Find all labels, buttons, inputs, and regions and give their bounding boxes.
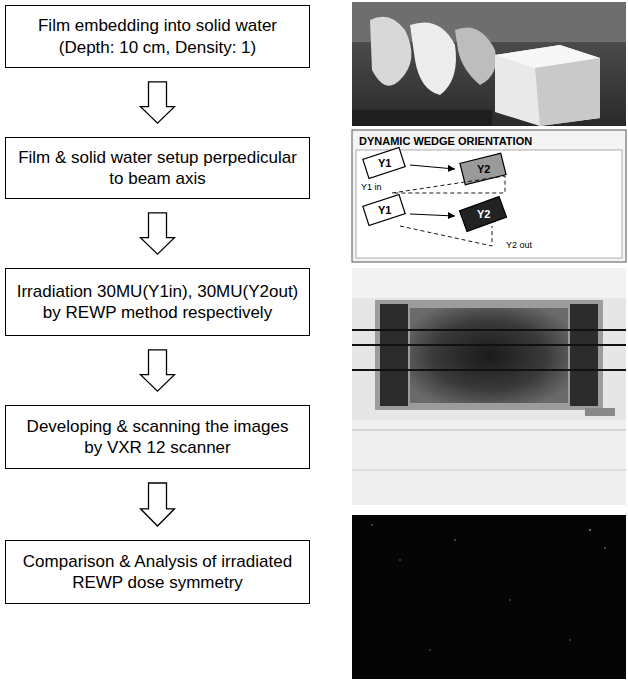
- process-box: Developing & scanning the images by VXR …: [5, 405, 310, 469]
- film-photo: [352, 268, 626, 505]
- jaw-label: Y1: [377, 157, 392, 169]
- panel-title: DYNAMIC WEDGE ORIENTATION: [358, 135, 533, 147]
- jaw-label: Y1: [377, 204, 392, 216]
- process-box: Irradiation 30MU(Y1in), 30MU(Y2out) by R…: [5, 268, 310, 336]
- jaw-label: Y2: [476, 208, 491, 220]
- flow-arrow: [141, 82, 175, 123]
- direction-label: Y2 out: [505, 241, 533, 251]
- box-text: Film embedding into solid water (Depth: …: [16, 15, 299, 58]
- box-text: Developing & scanning the images by VXR …: [16, 416, 299, 459]
- process-box: Film & solid water setup perpedicular to…: [5, 137, 310, 199]
- process-box: Film embedding into solid water (Depth: …: [5, 5, 310, 68]
- flow-arrow: [141, 350, 175, 391]
- box-text: Irradiation 30MU(Y1in), 30MU(Y2out) by R…: [16, 281, 299, 324]
- box-text: Comparison & Analysis of irradiated REWP…: [16, 551, 299, 594]
- jaw-label: Y2: [476, 163, 491, 175]
- flow-arrow: [141, 213, 175, 254]
- wedge-orientation-panel: [352, 130, 626, 262]
- process-box: Comparison & Analysis of irradiated REWP…: [5, 540, 310, 604]
- scan-image: [352, 515, 626, 679]
- setup-photo: [352, 2, 626, 126]
- flow-arrow: [141, 483, 175, 526]
- direction-label: Y1 in: [360, 183, 383, 193]
- box-text: Film & solid water setup perpedicular to…: [16, 147, 299, 190]
